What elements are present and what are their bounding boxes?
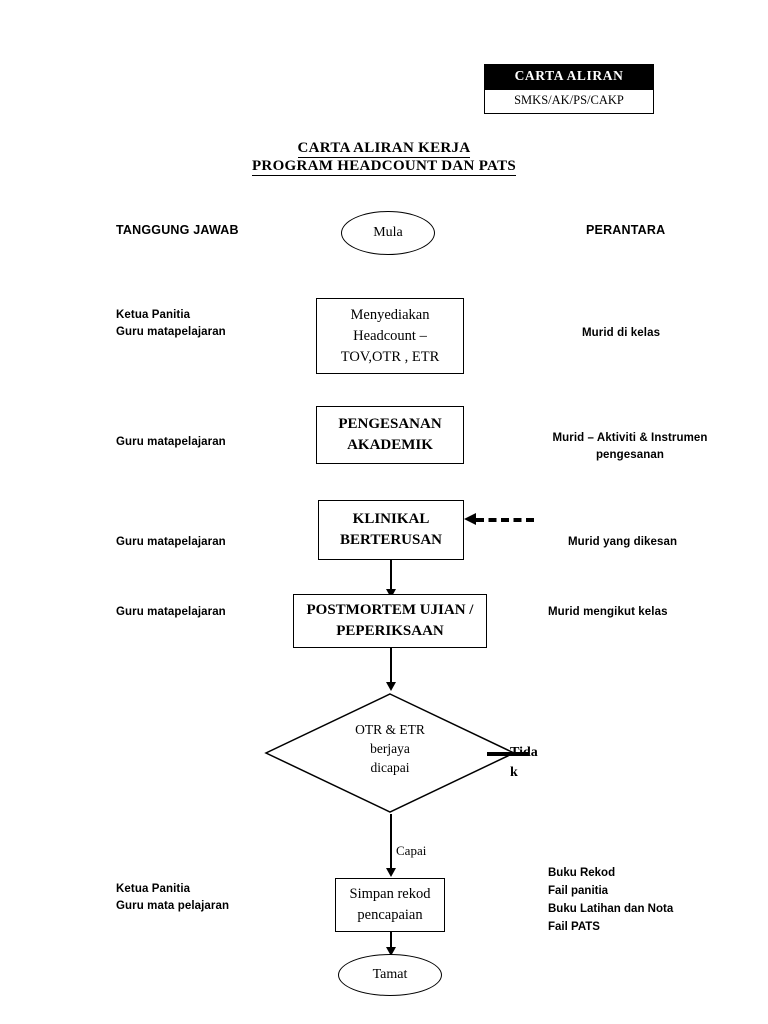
page-title-line-2: PROGRAM HEADCOUNT DAN PATS: [251, 158, 517, 176]
node-postmortem[interactable]: POSTMORTEM UJIAN / PEPERIKSAAN: [293, 594, 487, 648]
list-item: Buku Rekod: [548, 867, 616, 879]
node-postmortem-line-1: POSTMORTEM UJIAN /: [306, 602, 474, 618]
node-academic-tracking-line-2: AKADEMIK: [347, 437, 433, 453]
column-heading-responsibility: TANGGUNG JAWAB: [116, 223, 239, 237]
connector-clinical-to-postmortem-arrow-icon: [386, 589, 396, 598]
intermediary-row-3: Murid yang dikesan: [568, 536, 678, 548]
node-prepare-headcount-line-2: Headcount –: [353, 327, 427, 344]
node-end[interactable]: Tamat: [338, 954, 442, 996]
connector-decision-to-store: [390, 814, 392, 870]
node-continuous-clinical-line-1: KLINIKAL: [352, 511, 430, 527]
responsibility-row-3: Guru matapelajaran: [116, 536, 226, 548]
node-continuous-clinical-line-2: BERTERUSAN: [340, 532, 442, 548]
intermediary-row-2-line-2: pengesanan: [595, 449, 665, 461]
responsibility-row-5-line-2: Guru mata pelajaran: [116, 900, 230, 912]
node-prepare-headcount-line-3: TOV,OTR , ETR: [340, 348, 440, 365]
connector-postmortem-to-decision: [390, 648, 392, 684]
branch-no-line: [487, 752, 529, 756]
node-prepare-headcount[interactable]: Menyediakan Headcount – TOV,OTR , ETR: [316, 298, 464, 374]
diamond-shape-icon: [264, 693, 516, 813]
intermediary-row-1: Murid di kelas: [582, 327, 661, 339]
intermediary-row-4: Murid mengikut kelas: [548, 606, 668, 618]
responsibility-row-5: Ketua Panitia Guru mata pelajaran: [116, 881, 229, 915]
feedback-dashed-line: [476, 518, 534, 522]
node-decision-line-2: berjaya: [370, 741, 410, 756]
connector-decision-to-store-arrow-icon: [386, 868, 396, 877]
page-title-line-1: CARTA ALIRAN KERJA: [297, 140, 471, 158]
node-decision-line-1: OTR & ETR: [355, 722, 425, 737]
list-item: Buku Latihan dan Nota: [548, 903, 674, 915]
stamp-code: SMKS/AK/PS/CAKP: [485, 88, 653, 113]
responsibility-row-1-line-1: Ketua Panitia: [116, 309, 191, 321]
list-item: Fail panitia: [548, 885, 609, 897]
feedback-arrow-head-icon: [464, 513, 476, 525]
responsibility-row-4: Guru matapelajaran: [116, 606, 226, 618]
column-heading-intermediary: PERANTARA: [586, 223, 666, 237]
intermediary-row-2-line-1: Murid – Aktiviti & Instrumen: [552, 432, 708, 444]
node-prepare-headcount-line-1: Menyediakan: [350, 306, 430, 323]
node-decision-line-3: dicapai: [370, 760, 410, 775]
connector-store-to-end: [390, 932, 392, 950]
connector-store-to-end-arrow-icon: [386, 947, 396, 956]
intermediary-row-2: Murid – Aktiviti & Instrumen pengesanan: [528, 430, 732, 464]
branch-no-label-line-2: k: [510, 765, 518, 780]
intermediary-row-5-list: Buku Rekod Fail panitia Buku Latihan dan…: [548, 864, 673, 936]
branch-no-label: Tida k: [510, 743, 544, 783]
connector-clinical-to-postmortem: [390, 560, 392, 592]
node-decision-target-achieved[interactable]: OTR & ETR berjaya dicapai: [264, 692, 516, 814]
node-decision-label: OTR & ETR berjaya dicapai: [264, 720, 516, 777]
node-continuous-clinical[interactable]: KLINIKAL BERTERUSAN: [318, 500, 464, 560]
node-start[interactable]: Mula: [341, 211, 435, 255]
page-title: CARTA ALIRAN KERJA PROGRAM HEADCOUNT DAN…: [0, 140, 768, 176]
branch-no-label-line-1: Tida: [510, 745, 538, 760]
node-start-label: Mula: [373, 225, 403, 240]
node-academic-tracking-line-1: PENGESANAN: [338, 416, 442, 432]
document-stamp: CARTA ALIRAN SMKS/AK/PS/CAKP: [484, 64, 654, 114]
node-store-record-line-2: pencapaian: [357, 907, 423, 923]
responsibility-row-1: Ketua Panitia Guru matapelajaran: [116, 307, 226, 341]
connector-postmortem-to-decision-arrow-icon: [386, 682, 396, 691]
node-store-record[interactable]: Simpan rekod pencapaian: [335, 878, 445, 932]
branch-yes-label: Capai: [396, 843, 427, 858]
node-end-label: Tamat: [372, 967, 408, 982]
node-postmortem-line-2: PEPERIKSAAN: [336, 623, 444, 639]
responsibility-row-5-line-1: Ketua Panitia: [116, 883, 191, 895]
responsibility-row-1-line-2: Guru matapelajaran: [116, 326, 226, 338]
stamp-title: CARTA ALIRAN: [485, 65, 653, 89]
node-store-record-line-1: Simpan rekod: [349, 886, 431, 902]
list-item: Fail PATS: [548, 921, 600, 933]
node-academic-tracking[interactable]: PENGESANAN AKADEMIK: [316, 406, 464, 464]
responsibility-row-2: Guru matapelajaran: [116, 436, 226, 448]
